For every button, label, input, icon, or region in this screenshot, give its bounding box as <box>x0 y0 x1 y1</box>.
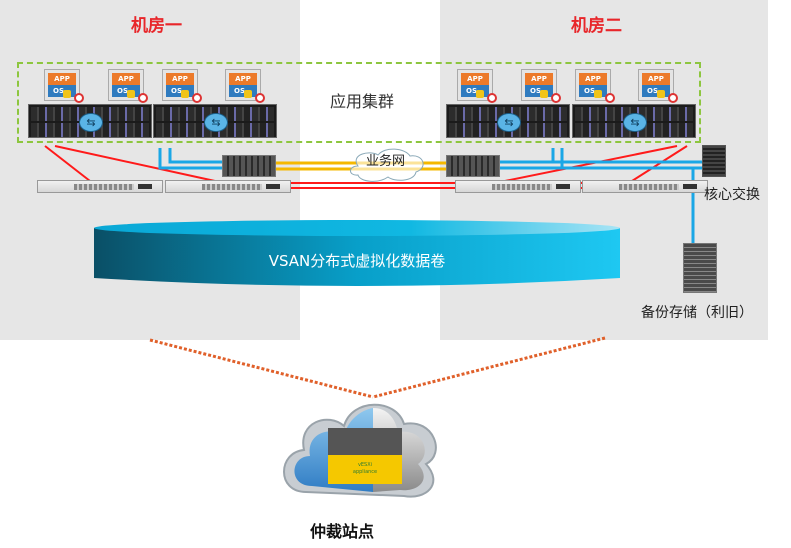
badge-icon <box>551 93 561 103</box>
vswitch-icon <box>623 113 647 132</box>
appliance-console <box>328 428 402 455</box>
backup-storage-icon <box>683 243 717 293</box>
server-host-icon <box>572 104 696 138</box>
mgmt-link <box>158 148 222 170</box>
key-icon <box>594 90 602 98</box>
appliance-subtitle: appliance <box>352 469 378 475</box>
appliance-banner: vESXi appliance <box>328 455 402 484</box>
fc-switch-icon <box>582 180 708 193</box>
app-layer: APP <box>48 73 76 85</box>
os-layer: OS <box>229 85 257 97</box>
vsan-cylinder-icon <box>94 220 620 286</box>
appliance-title: vESXi <box>357 462 373 468</box>
server-host-icon <box>28 104 152 138</box>
key-icon <box>244 90 252 98</box>
badge-icon <box>74 93 84 103</box>
app-layer: APP <box>112 73 140 85</box>
witness-link-room-two <box>372 336 606 399</box>
witness-appliance-screen: vESXi appliance <box>328 428 402 484</box>
mgmt-link <box>168 148 222 164</box>
badge-icon <box>255 93 265 103</box>
business-net-label: 业务网 <box>366 154 406 169</box>
badge-icon <box>605 93 615 103</box>
os-layer: OS <box>579 85 607 97</box>
business-net-cloud-icon <box>350 148 424 182</box>
backup-storage-label: 备份存储（利旧） <box>641 305 753 321</box>
witness-link-room-one <box>149 338 374 399</box>
app-cluster-label: 应用集群 <box>330 92 395 111</box>
key-icon <box>63 90 71 98</box>
key-icon <box>540 90 548 98</box>
fc-switch-icon <box>165 180 291 193</box>
vsan-label: VSAN分布式虚拟化数据卷 <box>268 252 446 270</box>
os-layer: OS <box>525 85 553 97</box>
key-icon <box>476 90 484 98</box>
key-icon <box>181 90 189 98</box>
badge-icon <box>487 93 497 103</box>
witness-site-label: 仲裁站点 <box>310 522 375 541</box>
vsan-datastore: VSAN分布式虚拟化数据卷 <box>87 218 627 288</box>
os-layer: OS <box>112 85 140 97</box>
core-switch-label: 核心交换 <box>704 187 760 203</box>
app-layer: APP <box>461 73 489 85</box>
access-switch-icon <box>222 155 276 177</box>
os-layer: OS <box>48 85 76 97</box>
vswitch-icon <box>497 113 521 132</box>
badge-icon <box>668 93 678 103</box>
app-layer: APP <box>642 73 670 85</box>
os-layer: OS <box>461 85 489 97</box>
key-icon <box>127 90 135 98</box>
server-host-icon <box>446 104 570 138</box>
fc-link <box>54 145 216 182</box>
app-cluster-boundary <box>17 62 701 143</box>
vswitch-icon <box>204 113 228 132</box>
core-switch-icon <box>702 145 726 177</box>
app-layer: APP <box>579 73 607 85</box>
vswitch-icon <box>79 113 103 132</box>
app-layer: APP <box>166 73 194 85</box>
server-host-icon <box>153 104 277 138</box>
room-two-title: 机房二 <box>571 16 622 36</box>
app-layer: APP <box>525 73 553 85</box>
room-one-title: 机房一 <box>131 16 182 36</box>
badge-icon <box>138 93 148 103</box>
fc-link <box>44 145 91 182</box>
fc-switch-icon <box>37 180 163 193</box>
os-layer: OS <box>166 85 194 97</box>
access-switch-icon <box>446 155 500 177</box>
fc-switch-icon <box>455 180 581 193</box>
badge-icon <box>192 93 202 103</box>
key-icon <box>657 90 665 98</box>
app-layer: APP <box>229 73 257 85</box>
os-layer: OS <box>642 85 670 97</box>
